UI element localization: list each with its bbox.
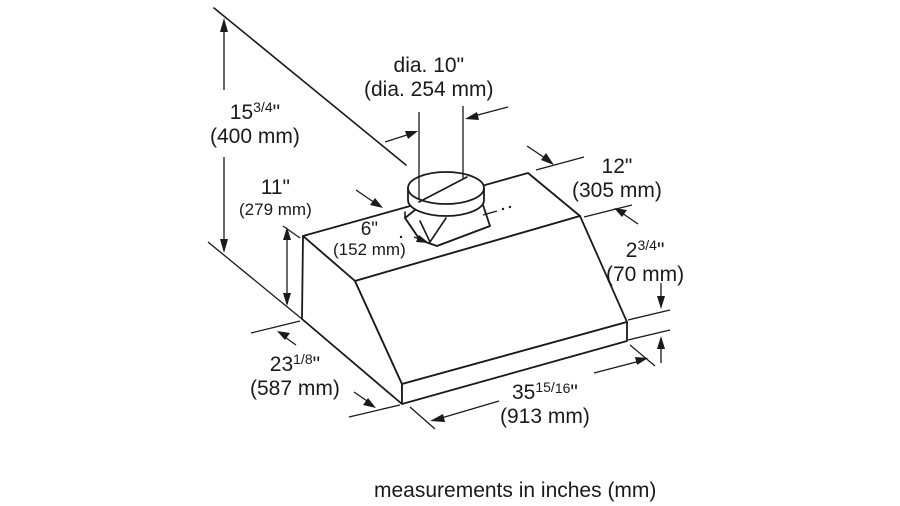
overall-height-label: 153/4" (400 mm) <box>210 99 300 148</box>
body-height-dimension-line <box>282 225 301 306</box>
measurement-units-note: measurements in inches (mm) <box>374 479 657 502</box>
duct-depth-dimension-line <box>526 145 639 225</box>
duct-side-label: 6" (152 mm) <box>333 219 406 260</box>
duct-diameter-dimension-line <box>384 106 509 200</box>
front-lip-dimension-line <box>627 283 671 363</box>
depth-label: 231/8" (587 mm) <box>250 351 340 400</box>
width-dimension-line <box>409 344 656 430</box>
depth-dimension-line <box>250 320 401 418</box>
width-label: 3515/16" (913 mm) <box>500 379 590 428</box>
body-height-label: 11" (279 mm) <box>239 176 312 219</box>
duct-diameter-label: dia. 10" (dia. 254 mm) <box>364 54 494 101</box>
duct-side-dimension-line <box>355 189 429 243</box>
overall-height-dimension-line <box>207 18 303 320</box>
duct-collar <box>404 171 491 247</box>
duct-depth-label: 12" (305 mm) <box>572 155 662 202</box>
duct-centerline <box>482 205 512 216</box>
front-lip-label: 23/4" (70 mm) <box>606 237 685 286</box>
wall-reference-line <box>213 7 407 166</box>
